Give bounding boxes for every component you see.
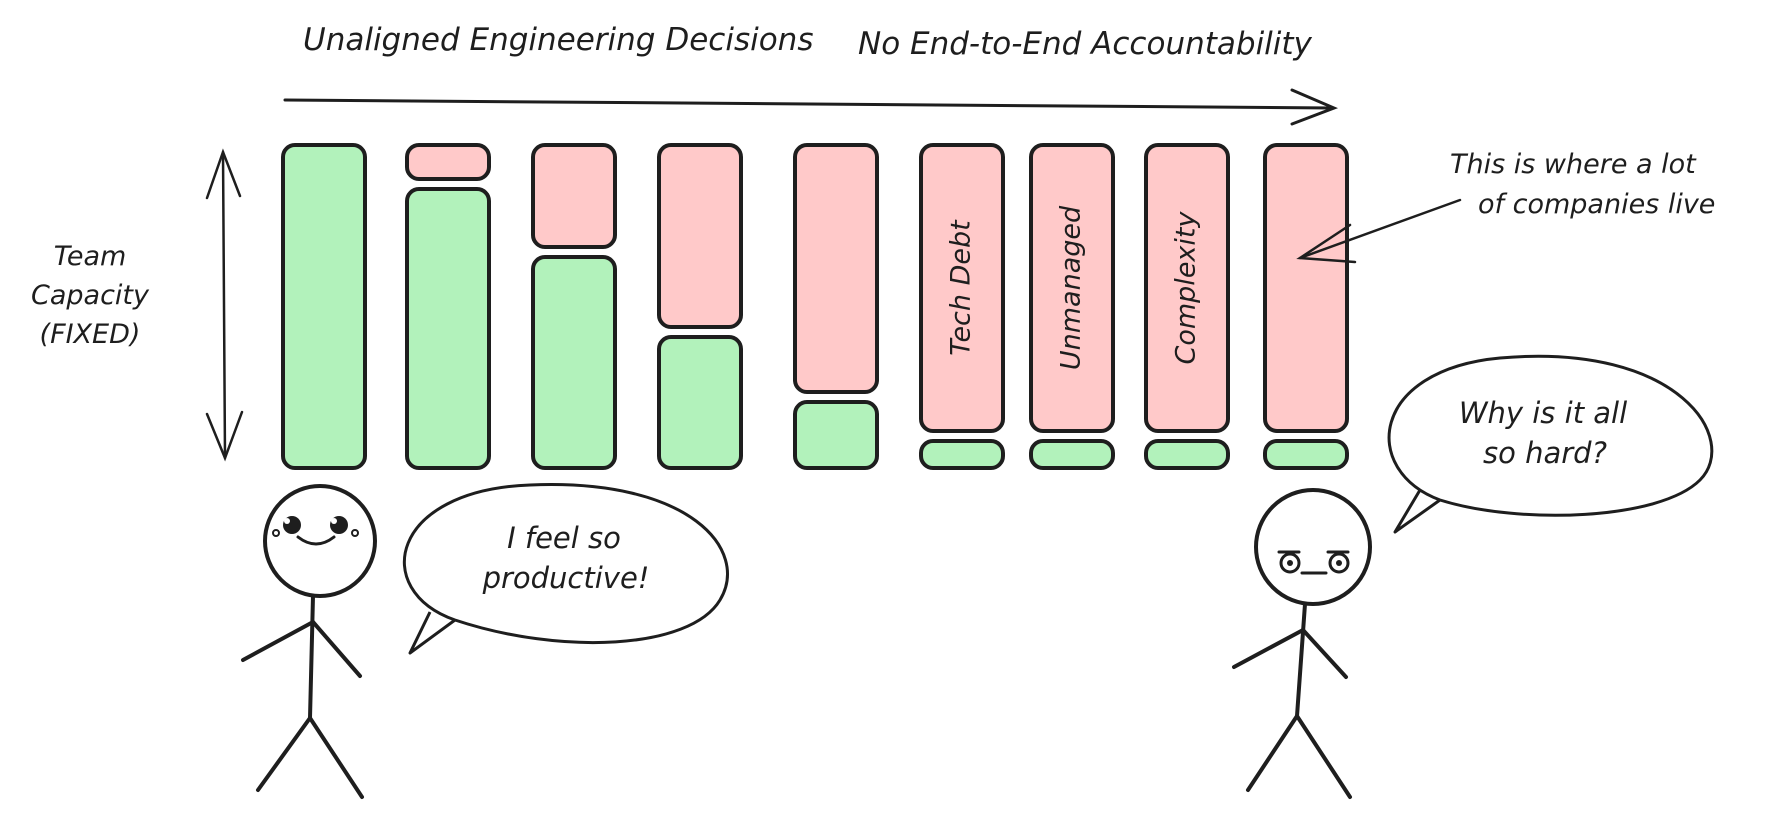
sad-speech-line-2: so hard? xyxy=(1483,436,1607,470)
happy-speech-line-2: productive! xyxy=(482,561,650,595)
happy-person xyxy=(241,484,377,799)
column-8-label: Complexity xyxy=(1171,211,1202,365)
sad-person xyxy=(1232,488,1372,799)
column-2-overhead-block xyxy=(405,143,491,181)
capacity-columns: Tech Debt Unmanaged Complexity xyxy=(281,143,1349,470)
column-8-overhead-block xyxy=(1144,143,1230,433)
column-6-productive-block xyxy=(919,439,1005,470)
axis-label-line-1: Team xyxy=(54,241,127,272)
column-3-overhead-block xyxy=(531,143,617,249)
sad-speech-bubble xyxy=(1387,354,1714,534)
axis-label-line-2: Capacity xyxy=(31,280,150,311)
time-arrow xyxy=(283,88,1338,126)
capacity-arrow xyxy=(205,148,244,462)
column-2-productive-block xyxy=(405,187,491,470)
callout-pointer xyxy=(1296,198,1462,264)
column-7-label: Unmanaged xyxy=(1056,205,1087,370)
callout-line-1: This is where a lot xyxy=(1450,149,1697,180)
column-9-overhead-block xyxy=(1263,143,1349,433)
column-4-productive-block xyxy=(657,335,743,470)
column-8-productive-block xyxy=(1144,439,1230,470)
column-7-productive-block xyxy=(1029,439,1115,470)
happy-speech-line-1: I feel so xyxy=(507,521,621,555)
happy-speech-bubble xyxy=(403,483,729,655)
header-left-label: Unaligned Engineering Decisions xyxy=(303,22,813,58)
column-4-overhead-block xyxy=(657,143,743,329)
axis-label-line-3: (FIXED) xyxy=(40,319,141,350)
callout-line-2: of companies live xyxy=(1478,189,1715,220)
column-3-productive-block xyxy=(531,255,617,470)
column-5-overhead-block xyxy=(793,143,879,394)
column-6-label: Tech Debt xyxy=(946,219,977,356)
column-1-productive-block xyxy=(281,143,367,470)
column-5-productive-block xyxy=(793,400,879,470)
column-9-productive-block xyxy=(1263,439,1349,470)
column-6-overhead-block xyxy=(919,143,1005,433)
sad-speech-line-1: Why is it all xyxy=(1459,396,1627,430)
column-7-overhead-block xyxy=(1029,143,1115,433)
header-right-label: No End-to-End Accountability xyxy=(858,26,1313,62)
